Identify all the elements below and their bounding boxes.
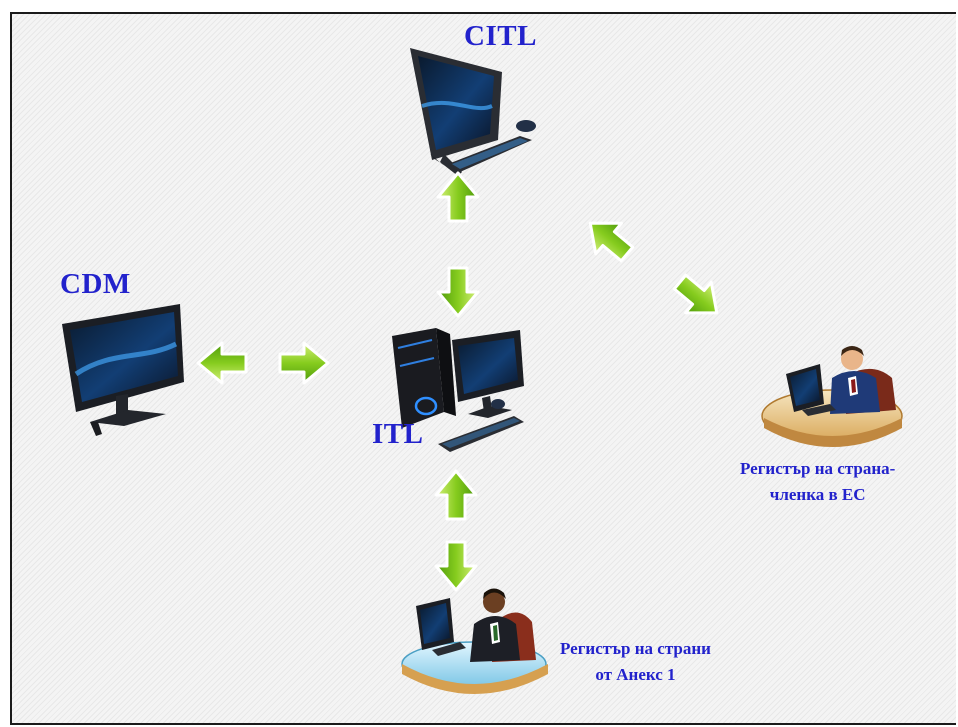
arrow-itl-to-annex1-icon (434, 540, 478, 592)
eu-registry-label: Регистър на страна- членка в ЕС (740, 456, 895, 508)
cdm-label: CDM (60, 268, 131, 300)
eu-registry-label-line2: членка в ЕС (769, 485, 866, 504)
cdm-monitor-icon (62, 304, 184, 436)
arrow-to-citl-diagonal-icon (575, 206, 642, 271)
diagram-canvas (62, 48, 903, 694)
diagram-frame: CITL CDM ITL Регистър на страна- членка … (10, 12, 956, 725)
annex1-registry-label-line2: от Анекс 1 (595, 665, 676, 684)
citl-label: CITL (464, 20, 537, 52)
arrow-cdm-to-itl-icon (278, 341, 330, 385)
annex1-registry-label: Регистър на страни от Анекс 1 (560, 636, 711, 688)
itl-workstation-icon (392, 328, 524, 452)
eu-registry-label-line1: Регистър на страна- (740, 459, 896, 478)
arrow-itl-to-cdm-icon (196, 341, 248, 385)
arrow-to-eu-registry-icon (665, 265, 732, 330)
citl-monitor-icon (410, 48, 536, 176)
annex1-registry-person-at-desk-icon (401, 588, 548, 694)
annex1-registry-label-line1: Регистър на страни (560, 639, 711, 658)
itl-label: ITL (372, 418, 424, 450)
arrow-annex1-to-itl-icon (434, 469, 478, 521)
eu-registry-person-at-desk-icon (761, 346, 903, 447)
arrow-itl-to-citl-icon (436, 171, 480, 223)
arrow-citl-to-itl-icon (436, 266, 480, 318)
